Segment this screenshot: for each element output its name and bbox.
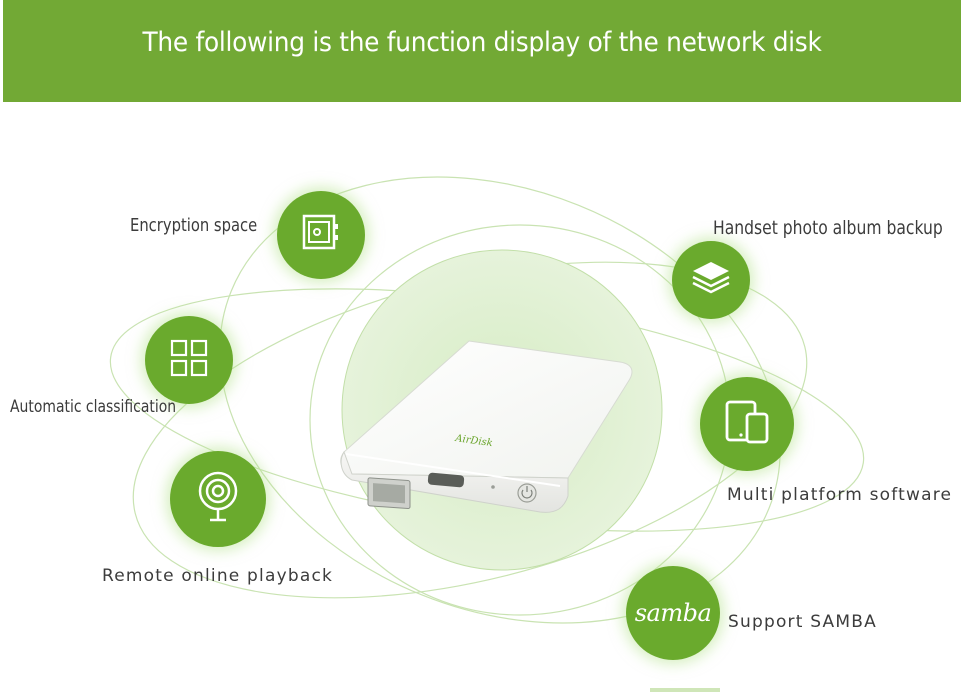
- feature-classification-circle: [145, 316, 233, 404]
- layers-icon: [690, 259, 732, 302]
- devices-icon: [724, 399, 770, 450]
- device-brand-text: AirDisk: [454, 433, 494, 449]
- airdisk-device: AirDisk: [340, 340, 633, 513]
- feature-platform-circle: [700, 377, 794, 471]
- grid-icon: [170, 339, 208, 382]
- webcam-icon: [196, 471, 240, 528]
- bottom-accent: [650, 688, 720, 692]
- feature-backup-circle: [672, 241, 750, 319]
- feature-platform-label: Multi platform software: [727, 485, 953, 505]
- feature-encryption-label: Encryption space: [130, 215, 258, 236]
- feature-classification-label: Automatic classification: [10, 397, 177, 417]
- feature-backup-label: Handset photo album backup: [713, 217, 943, 239]
- samba-logo: samba: [634, 599, 712, 627]
- feature-playback-label: Remote online playback: [102, 566, 334, 586]
- safe-icon: [301, 213, 341, 258]
- header-banner: The following is the function display of…: [3, 0, 961, 102]
- feature-samba-label: Support SAMBA: [728, 612, 877, 632]
- feature-encryption-circle: [277, 191, 365, 279]
- orbit-lines: [109, 176, 865, 624]
- feature-playback-circle: [170, 451, 266, 547]
- page-title: The following is the function display of…: [142, 26, 822, 58]
- feature-samba-circle: samba: [626, 566, 720, 660]
